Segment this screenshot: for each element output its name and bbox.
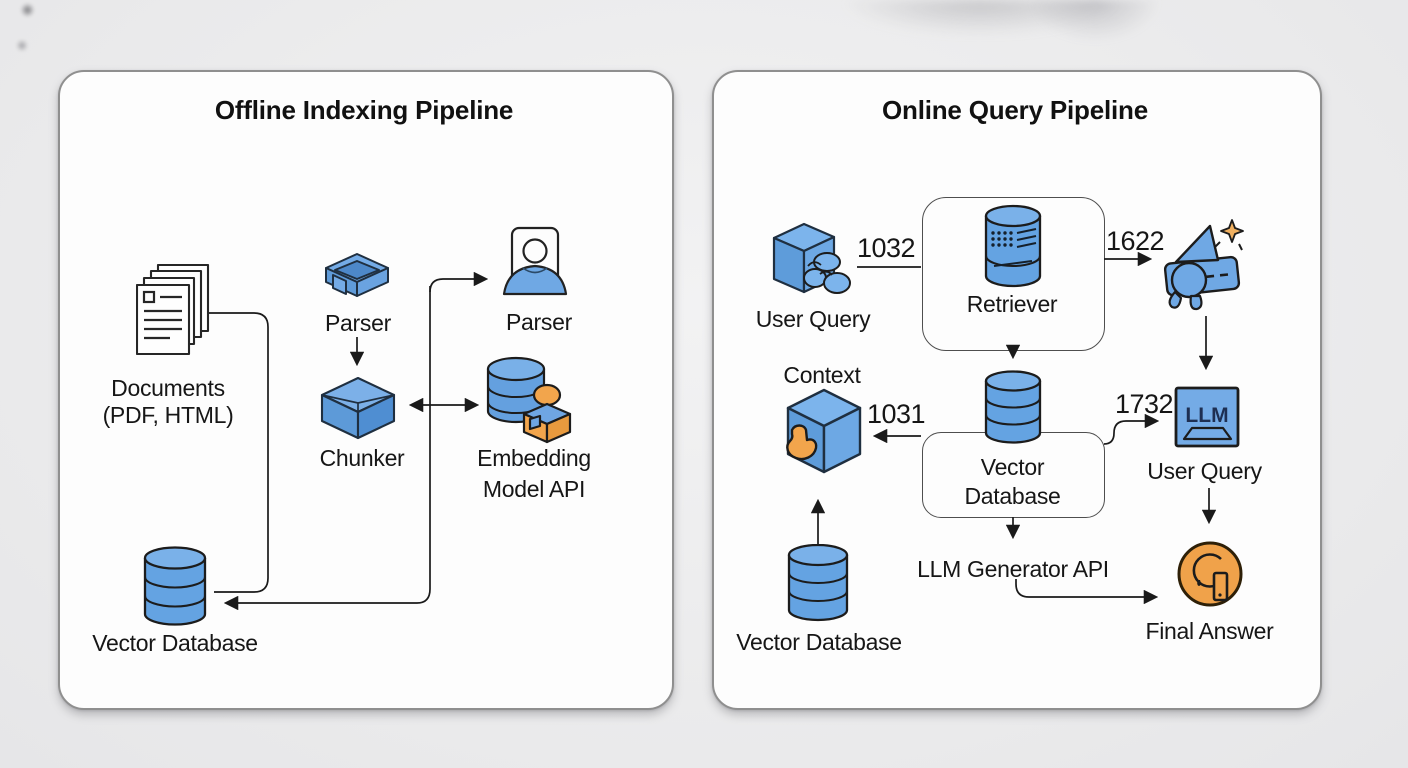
parser-person-icon [502, 226, 568, 300]
parser-box-icon [324, 252, 390, 304]
documents-icon [136, 264, 210, 356]
background-speck [20, 3, 35, 17]
llm-caption-label: User Query [1147, 458, 1262, 484]
embedding-model-label: Embedding Model API [477, 445, 591, 502]
user-query-icon [770, 222, 858, 302]
vector-database-bottom-icon [786, 544, 850, 624]
llm-icon-text: LLM [1185, 404, 1228, 427]
chunker-icon [320, 376, 396, 440]
background-smudge [840, 0, 1120, 36]
embedding-model-icon [486, 356, 574, 444]
background-smudge [1030, 0, 1160, 42]
user-query-label: User Query [755, 306, 871, 332]
context-cube-icon [780, 384, 866, 480]
chunker-label: Chunker [319, 445, 405, 471]
parser-person-label: Parser [506, 309, 572, 335]
edge-label-1732: 1732 [1114, 389, 1174, 419]
vector-database-top-icon [984, 370, 1042, 446]
final-answer-icon [1175, 540, 1245, 612]
vector-database-box [922, 432, 1105, 518]
retriever-database-icon [984, 204, 1042, 292]
vector-database-bottom-label: Vector Database [736, 629, 902, 655]
parser-box-label: Parser [325, 310, 391, 336]
vector-database-box-label: Vector Database [964, 454, 1061, 509]
online-pipeline-title: Online Query Pipeline [882, 95, 1148, 125]
final-answer-label: Final Answer [1145, 618, 1274, 644]
llm-icon: LLM [1174, 386, 1242, 450]
vector-database-icon [142, 546, 208, 628]
edge-label-1032: 1032 [856, 233, 916, 263]
edge-label-1622: 1622 [1105, 226, 1165, 256]
edge-label-1031: 1031 [866, 399, 926, 429]
offline-pipeline-title: Offline Indexing Pipeline [214, 95, 514, 125]
vector-database-label: Vector Database [92, 630, 258, 656]
query-rewriter-icon [1160, 218, 1248, 314]
context-label: Context [783, 362, 861, 388]
background-speck [16, 39, 28, 52]
llm-generator-label: LLM Generator API [917, 556, 1109, 582]
documents-label: Documents (PDF, HTML) [102, 375, 234, 428]
retriever-label: Retriever [966, 291, 1058, 317]
